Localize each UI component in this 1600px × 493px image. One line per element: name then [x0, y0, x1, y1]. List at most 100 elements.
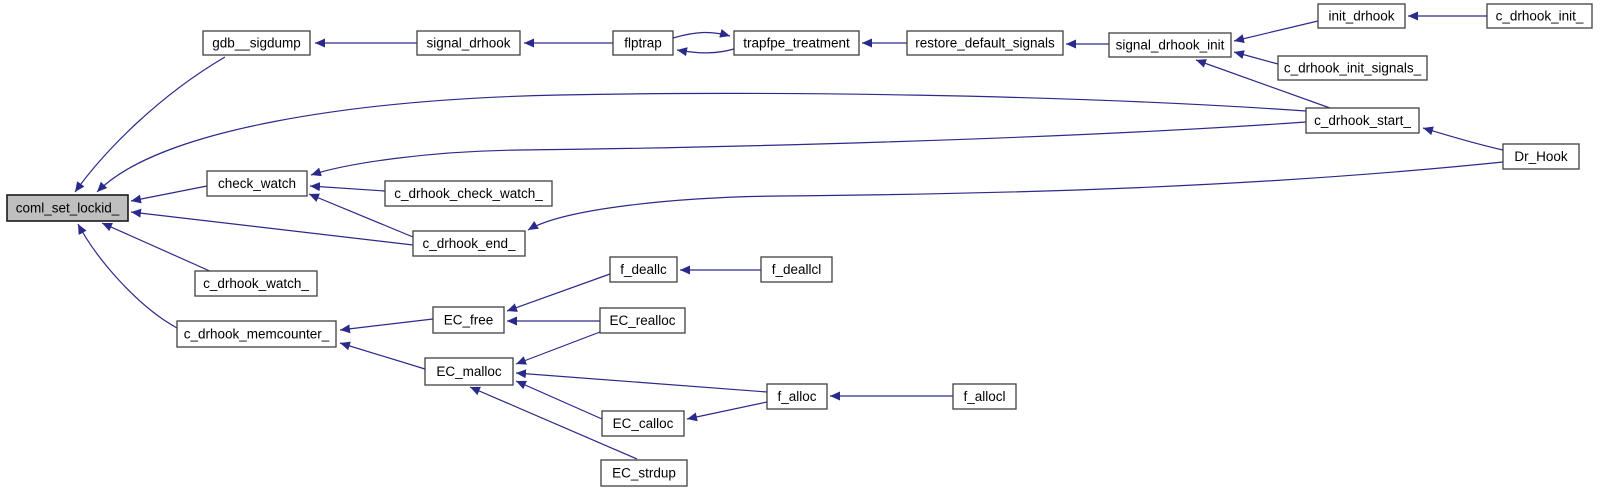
node-box [1317, 3, 1406, 29]
node-ec-malloc[interactable]: EC_malloc [424, 357, 514, 386]
node-box [612, 30, 674, 56]
nodes: coml_set_lockid_ gdb__sigdump signal_drh… [6, 3, 1593, 487]
node-ec-calloc[interactable]: EC_calloc [601, 410, 685, 437]
node-signal-drhook-init[interactable]: signal_drhook_init [1108, 32, 1232, 58]
node-c-drhook-init[interactable]: c_drhook_init_ [1486, 3, 1593, 29]
edge-f_alloc-EC_malloc [515, 369, 768, 393]
node-c-drhook-start[interactable]: c_drhook_start_ [1305, 107, 1420, 134]
edge-trapfpe_treatment-flptrap [676, 47, 735, 57]
node-box [384, 180, 553, 207]
edge-flptrap-trapfpe_treatment [672, 28, 731, 39]
node-label: c_drhook_memcounter_ [184, 327, 330, 342]
node-label: EC_free [444, 313, 494, 328]
node-box [432, 306, 505, 334]
edge-f_alloc-EC_calloc [686, 401, 768, 422]
node-dr-hook[interactable]: Dr_Hook [1502, 143, 1580, 170]
node-box [206, 170, 308, 197]
node-label: f_allocl [963, 389, 1005, 404]
edges [74, 11, 1504, 460]
node-label: c_drhook_init_signals_ [1284, 61, 1422, 76]
node-f-deallcl[interactable]: f_deallcl [760, 256, 833, 283]
edge-EC_realloc-EC_malloc [515, 331, 601, 365]
node-label: flptrap [624, 36, 662, 51]
edge-c_drhook_start_-coml_set_lockid_ [96, 92, 1307, 193]
node-f-allocl[interactable]: f_allocl [952, 383, 1017, 410]
node-label: signal_drhook [426, 36, 510, 51]
node-c-drhook-watch[interactable]: c_drhook_watch_ [194, 270, 318, 297]
edge-c_drhook_watch_-coml_set_lockid_ [101, 222, 213, 273]
node-label: EC_strdup [612, 466, 676, 481]
node-box [609, 256, 678, 283]
node-ec-realloc[interactable]: EC_realloc [599, 307, 686, 334]
node-label: init_drhook [1328, 9, 1394, 24]
node-label: c_drhook_start_ [1314, 113, 1411, 128]
node-box [1502, 143, 1580, 170]
edge-check_watch-coml_set_lockid_ [130, 185, 208, 204]
node-box [1305, 107, 1420, 134]
node-flptrap[interactable]: flptrap [612, 30, 674, 56]
edge-c_drhook_init_signals_-signal_drhook_init [1233, 50, 1279, 65]
node-label: Dr_Hook [1514, 149, 1568, 164]
node-signal-drhook[interactable]: signal_drhook [416, 30, 521, 56]
edge-c_drhook_end_-check_watch [308, 193, 414, 238]
edge-c_drhook_end_-coml_set_lockid_ [130, 208, 414, 246]
edge-EC_calloc-EC_malloc [515, 380, 603, 420]
node-label: c_drhook_init_ [1496, 9, 1584, 24]
node-trapfpe-treatment[interactable]: trapfpe_treatment [733, 30, 860, 56]
node-box [760, 256, 833, 283]
node-label: trapfpe_treatment [743, 36, 850, 51]
node-f-deallc[interactable]: f_deallc [609, 256, 678, 283]
node-box [6, 194, 129, 222]
node-label: signal_drhook_init [1116, 38, 1225, 53]
node-box [424, 357, 514, 386]
node-box [412, 230, 526, 257]
node-label: f_alloc [777, 389, 816, 404]
node-box [202, 30, 311, 56]
node-box [1108, 32, 1232, 58]
node-label: f_deallc [620, 262, 667, 277]
edge-EC_free-c_drhook_memcounter_ [339, 318, 434, 334]
node-init-drhook[interactable]: init_drhook [1317, 3, 1406, 29]
node-label: c_drhook_watch_ [203, 276, 309, 291]
node-coml-set-lockid: coml_set_lockid_ [6, 194, 129, 222]
node-ec-strdup[interactable]: EC_strdup [600, 459, 688, 487]
node-label: EC_calloc [613, 416, 674, 431]
node-ec-free[interactable]: EC_free [432, 306, 505, 334]
node-label: restore_default_signals [915, 36, 1055, 51]
edge-c_drhook_check_watch_-check_watch [309, 182, 386, 192]
node-box [601, 410, 685, 437]
node-c-drhook-memcounter[interactable]: c_drhook_memcounter_ [176, 320, 337, 348]
edge-init_drhook-signal_drhook_init [1233, 20, 1319, 44]
node-box [952, 383, 1017, 410]
node-label: c_drhook_end_ [422, 236, 516, 251]
node-label: EC_malloc [436, 364, 502, 379]
node-c-drhook-end[interactable]: c_drhook_end_ [412, 230, 526, 257]
node-check-watch[interactable]: check_watch [206, 170, 308, 197]
node-box [733, 30, 860, 56]
node-box [416, 30, 521, 56]
edge-EC_malloc-c_drhook_memcounter_ [339, 341, 426, 370]
node-label: c_drhook_check_watch_ [394, 186, 543, 201]
edge-Dr_Hook-c_drhook_end_ [527, 161, 1504, 231]
node-f-alloc[interactable]: f_alloc [766, 383, 828, 410]
edge-c_drhook_start_-signal_drhook_init [1195, 59, 1331, 109]
node-label: EC_realloc [609, 313, 675, 328]
node-box [176, 320, 337, 348]
node-c-drhook-check-watch[interactable]: c_drhook_check_watch_ [384, 180, 553, 207]
node-label: f_deallcl [772, 262, 822, 277]
edge-f_deallc-EC_free [506, 273, 611, 312]
edge-c_drhook_start_-check_watch [310, 121, 1307, 177]
edge-gdb__sigdump-coml_set_lockid_ [74, 56, 226, 193]
node-c-drhook-init-signals[interactable]: c_drhook_init_signals_ [1277, 55, 1428, 81]
node-box [599, 307, 686, 334]
node-box [906, 30, 1064, 56]
node-label: gdb__sigdump [212, 36, 301, 51]
edge-c_drhook_memcounter_-coml_set_lockid_ [77, 223, 178, 329]
node-box [766, 383, 828, 410]
node-restore-default-signals[interactable]: restore_default_signals [906, 30, 1064, 56]
node-gdb-sigdump[interactable]: gdb__sigdump [202, 30, 311, 56]
node-box [600, 459, 688, 487]
edge-EC_strdup-EC_malloc [469, 386, 638, 460]
